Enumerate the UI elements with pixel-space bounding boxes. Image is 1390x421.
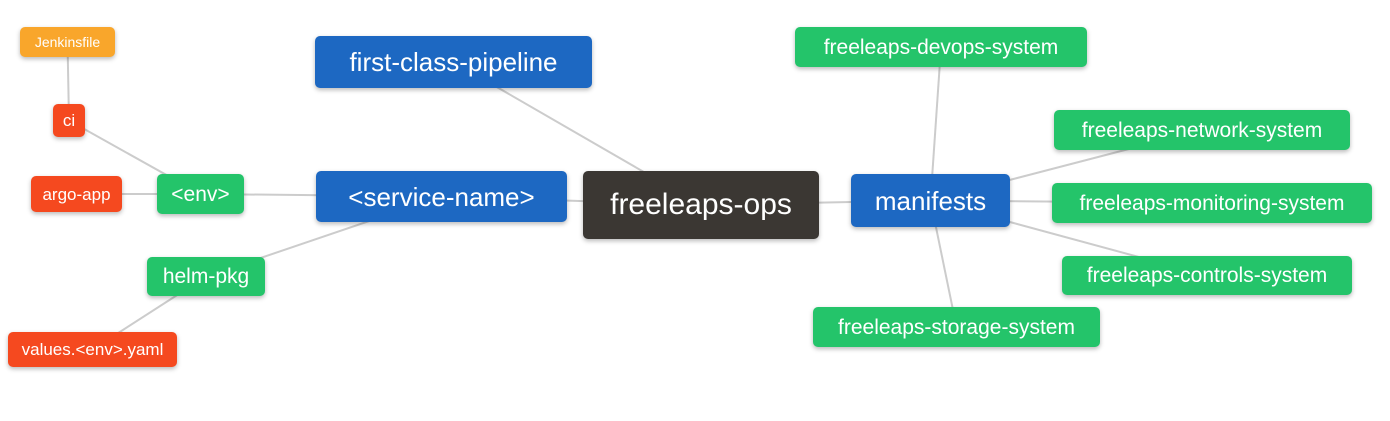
mindmap-node-freeleaps-monitoring-system[interactable]: freeleaps-monitoring-system [1052, 183, 1372, 223]
mindmap-node-freeleaps-controls-system[interactable]: freeleaps-controls-system [1062, 256, 1352, 295]
mindmap-node-ci[interactable]: ci [53, 104, 85, 137]
mindmap-node-manifests[interactable]: manifests [851, 174, 1010, 227]
mindmap-node-freeleaps-storage-system[interactable]: freeleaps-storage-system [813, 307, 1100, 347]
mindmap-node-values-env-yaml[interactable]: values.<env>.yaml [8, 332, 177, 367]
mindmap-node-argo-app[interactable]: argo-app [31, 176, 122, 212]
mindmap-node-env[interactable]: <env> [157, 174, 244, 214]
mindmap-node-freeleaps-devops-system[interactable]: freeleaps-devops-system [795, 27, 1087, 67]
mindmap-node-first-class-pipeline[interactable]: first-class-pipeline [315, 36, 592, 88]
mindmap-node-service-name[interactable]: <service-name> [316, 171, 567, 222]
mindmap-node-freeleaps-ops[interactable]: freeleaps-ops [583, 171, 819, 239]
mindmap-node-jenkinsfile[interactable]: Jenkinsfile [20, 27, 115, 57]
mindmap-node-freeleaps-network-system[interactable]: freeleaps-network-system [1054, 110, 1350, 150]
mindmap-node-helm-pkg[interactable]: helm-pkg [147, 257, 265, 296]
